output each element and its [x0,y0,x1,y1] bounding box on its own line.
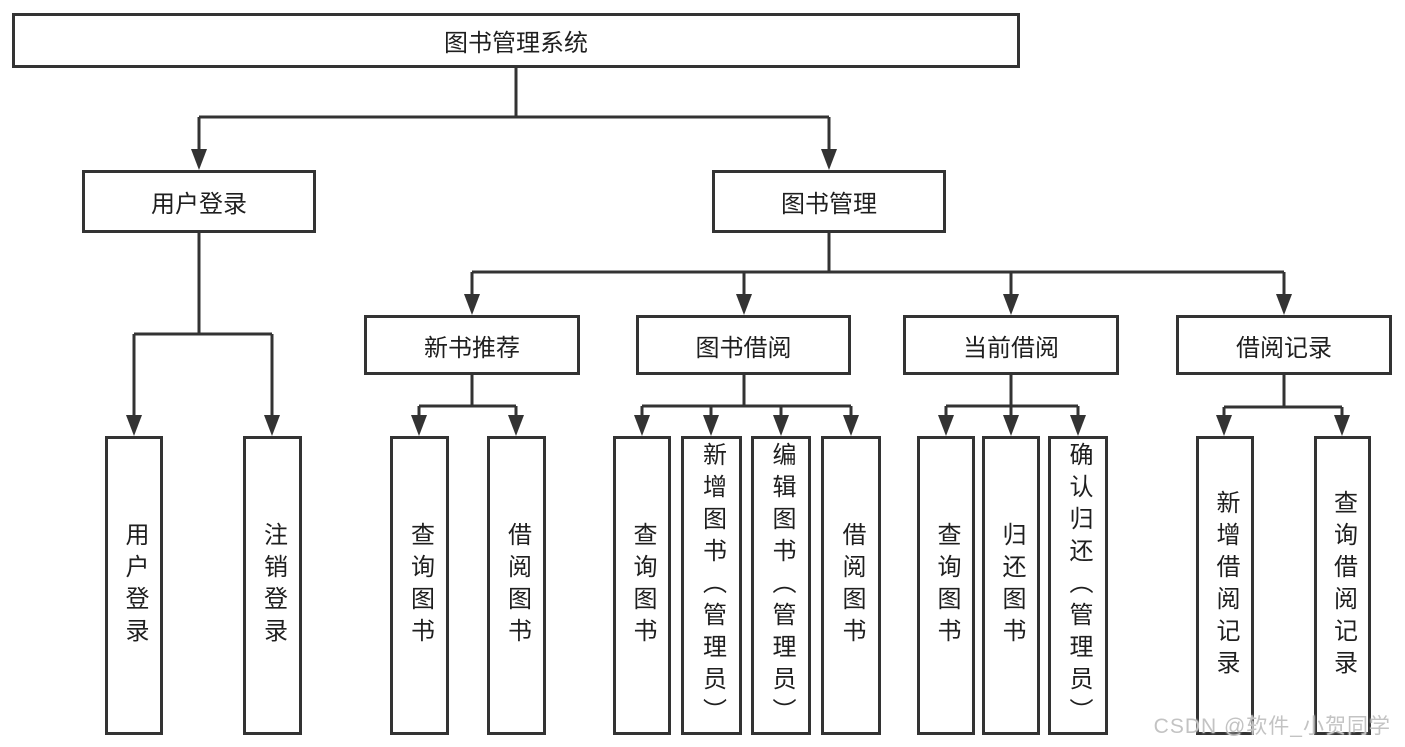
leaf-query-books-current: 查询图书 [917,436,975,735]
node-book-borrow: 图书借阅 [636,315,851,375]
leaf-query-borrow-record: 查询借阅记录 [1314,436,1371,735]
leaf-edit-books-admin: 编辑图书（管理员） [751,436,811,735]
node-current-borrow: 当前借阅 [903,315,1119,375]
leaf-return-books: 归还图书 [982,436,1040,735]
leaf-query-books-borrow: 查询图书 [613,436,671,735]
node-root: 图书管理系统 [12,13,1020,68]
csdn-watermark: CSDN @软件_小贺同学 [1153,715,1391,738]
leaf-borrow-books: 借阅图书 [821,436,881,735]
node-user-login: 用户登录 [82,170,316,233]
leaf-add-borrow-record: 新增借阅记录 [1196,436,1254,735]
leaf-add-books-admin: 新增图书（管理员） [681,436,742,735]
leaf-query-books-recommend: 查询图书 [390,436,449,735]
arrowheads [126,149,1350,436]
node-borrow-record: 借阅记录 [1176,315,1392,375]
leaf-borrow-books-recommend: 借阅图书 [487,436,546,735]
leaf-logout: 注销登录 [243,436,302,735]
leaf-user-login: 用户登录 [105,436,163,735]
leaf-confirm-return-admin: 确认归还（管理员） [1048,436,1108,735]
node-new-book-recommend: 新书推荐 [364,315,580,375]
node-book-management: 图书管理 [712,170,946,233]
